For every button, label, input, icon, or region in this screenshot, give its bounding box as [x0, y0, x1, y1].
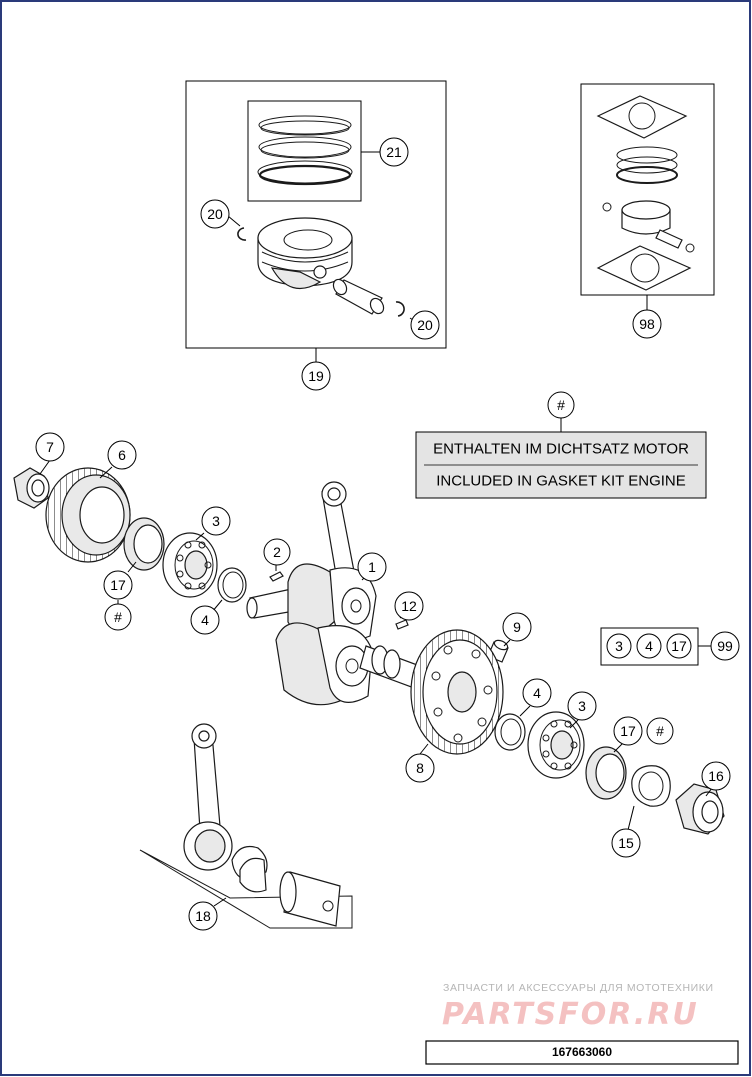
- watermark-logo: PARTSFOR.RU: [442, 997, 699, 1032]
- svg-text:3: 3: [615, 638, 623, 654]
- watermark-tagline: ЗАПЧАСТИ И АКСЕССУАРЫ ДЛЯ МОТОТЕХНИКИ: [443, 982, 714, 994]
- bearing-3-left-drawing: [162, 532, 218, 598]
- callout-17-right[interactable]: 17: [613, 716, 643, 746]
- callout-kit-3[interactable]: 3: [606, 633, 632, 659]
- svg-text:17: 17: [671, 638, 687, 654]
- crankshaft-1-drawing: [246, 481, 424, 706]
- callout-kit-17[interactable]: 17: [666, 633, 692, 659]
- svg-text:17: 17: [110, 577, 126, 593]
- nut-16-drawing: [675, 783, 725, 835]
- callout-16[interactable]: 16: [701, 761, 731, 791]
- gear-8-drawing: [410, 629, 504, 755]
- svg-text:15: 15: [618, 835, 634, 851]
- callout-21[interactable]: 21: [379, 137, 409, 167]
- svg-text:2: 2: [273, 544, 281, 560]
- gasket-kit-note: ENTHALTEN IM DICHTSATZ MOTOR INCLUDED IN…: [415, 418, 707, 499]
- callout-12[interactable]: 12: [394, 591, 424, 621]
- svg-text:#: #: [114, 609, 122, 625]
- svg-text:19: 19: [308, 368, 324, 384]
- svg-text:1: 1: [368, 559, 376, 575]
- svg-text:4: 4: [533, 685, 541, 701]
- note-line-english: INCLUDED IN GASKET KIT ENGINE: [436, 473, 686, 490]
- piston-ring-frame: [247, 100, 362, 202]
- callout-9[interactable]: 9: [502, 612, 532, 642]
- key-2-drawing: [269, 571, 284, 582]
- svg-text:98: 98: [639, 316, 655, 332]
- callout-3-right[interactable]: 3: [567, 691, 597, 721]
- svg-text:6: 6: [118, 447, 126, 463]
- nut-7-drawing: [13, 467, 50, 509]
- callout-18[interactable]: 18: [188, 901, 218, 931]
- circlip-right-drawing: [395, 301, 405, 317]
- svg-text:20: 20: [207, 206, 223, 222]
- reference-number: 167663060: [552, 1045, 612, 1059]
- svg-text:12: 12: [401, 598, 417, 614]
- note-line-german: ENTHALTEN IM DICHTSATZ MOTOR: [433, 441, 689, 458]
- right-crank-parts: [410, 629, 725, 835]
- piston-rings-drawing: [257, 115, 353, 186]
- svg-text:18: 18: [195, 908, 211, 924]
- callout-98[interactable]: 98: [632, 309, 662, 339]
- svg-text:9: 9: [513, 619, 521, 635]
- gear-6-drawing: [45, 467, 131, 563]
- callout-20-upper[interactable]: 20: [200, 199, 230, 229]
- svg-text:4: 4: [645, 638, 653, 654]
- gasket-kit-group: [580, 83, 715, 310]
- conrod-kit-18-drawing: [139, 723, 353, 929]
- callout-4-right[interactable]: 4: [522, 678, 552, 708]
- svg-text:7: 7: [46, 439, 54, 455]
- callout-99[interactable]: 99: [710, 631, 740, 661]
- svg-text:#: #: [557, 397, 565, 413]
- callout-17-left-hash[interactable]: #: [104, 603, 132, 631]
- circlip-left-drawing: [237, 227, 247, 241]
- callout-2[interactable]: 2: [263, 538, 291, 566]
- callout-19[interactable]: 19: [301, 361, 331, 391]
- callout-15[interactable]: 15: [611, 828, 641, 858]
- svg-text:3: 3: [578, 698, 586, 714]
- svg-text:#: #: [656, 723, 664, 739]
- callout-kit-4[interactable]: 4: [636, 633, 662, 659]
- svg-text:21: 21: [386, 144, 402, 160]
- svg-text:17: 17: [620, 723, 636, 739]
- piston-group: [185, 80, 447, 362]
- callout-20-lower[interactable]: 20: [410, 310, 440, 340]
- svg-text:99: 99: [717, 638, 733, 654]
- callout-note-hash[interactable]: #: [547, 391, 575, 419]
- callout-17-left[interactable]: 17: [103, 570, 133, 600]
- svg-text:20: 20: [417, 317, 433, 333]
- shim-4-left-drawing: [217, 567, 247, 603]
- callout-4-left[interactable]: 4: [190, 605, 220, 635]
- piston-drawing: [257, 217, 353, 290]
- callout-1[interactable]: 1: [357, 552, 387, 582]
- piston-pin-drawing: [332, 278, 385, 315]
- svg-text:16: 16: [708, 768, 724, 784]
- bearing-3-right-drawing: [527, 711, 585, 779]
- svg-text:8: 8: [416, 760, 424, 776]
- left-crank-parts: [13, 459, 284, 613]
- svg-text:4: 4: [201, 612, 209, 628]
- seal-17-left-drawing: [123, 517, 165, 571]
- watermark: ЗАПЧАСТИ И АКСЕССУАРЫ ДЛЯ МОТОТЕХНИКИ PA…: [442, 982, 714, 1032]
- callout-3-left[interactable]: 3: [201, 506, 231, 536]
- svg-text:3: 3: [212, 513, 220, 529]
- callout-8[interactable]: 8: [405, 753, 435, 783]
- reference-box: 167663060: [425, 1040, 739, 1065]
- bearing-kit-99: [600, 627, 711, 666]
- callout-17-right-hash[interactable]: #: [646, 717, 674, 745]
- callout-6[interactable]: 6: [107, 440, 137, 470]
- callout-7[interactable]: 7: [35, 432, 65, 462]
